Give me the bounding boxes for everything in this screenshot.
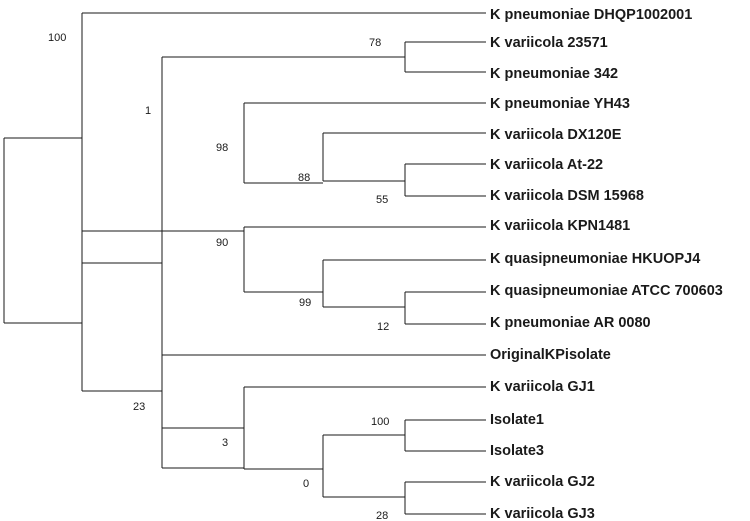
leaf-label: K pneumoniae YH43 — [490, 96, 630, 112]
tree-branches — [3, 12, 486, 515]
leaf-label: K variicola DX120E — [490, 127, 622, 143]
leaf-label: K pneumoniae 342 — [490, 66, 618, 82]
leaf-label: K variicola GJ3 — [490, 506, 595, 521]
leaf-label: K pneumoniae DHQP1002001 — [490, 7, 692, 23]
leaf-label: K pneumoniae AR 0080 — [490, 315, 651, 331]
support-value: 99 — [299, 297, 311, 309]
support-value: 98 — [216, 142, 228, 154]
support-value: 1 — [145, 105, 151, 117]
support-value: 3 — [222, 437, 228, 449]
leaf-label: K quasipneumoniae ATCC 700603 — [490, 283, 723, 299]
leaf-label: OriginalKPisolate — [490, 347, 611, 363]
support-value: 0 — [303, 478, 309, 490]
support-value: 90 — [216, 237, 228, 249]
leaf-label: Isolate1 — [490, 412, 544, 428]
support-value: 78 — [369, 37, 381, 49]
leaf-label: Isolate3 — [490, 443, 544, 459]
support-value: 28 — [376, 510, 388, 521]
support-values: 100 78 1 98 88 55 90 99 12 23 3 100 0 28 — [48, 32, 389, 521]
leaf-label: K variicola 23571 — [490, 35, 608, 51]
leaf-labels: K pneumoniae DHQP1002001 K variicola 235… — [490, 7, 723, 521]
support-value: 100 — [48, 32, 66, 44]
leaf-label: K variicola KPN1481 — [490, 218, 630, 234]
leaf-label: K variicola GJ2 — [490, 474, 595, 490]
leaf-label: K variicola DSM 15968 — [490, 188, 644, 204]
support-value: 12 — [377, 321, 389, 333]
support-value: 23 — [133, 401, 145, 413]
leaf-label: K variicola GJ1 — [490, 379, 595, 395]
leaf-label: K variicola At-22 — [490, 157, 603, 173]
leaf-label: K quasipneumoniae HKUOPJ4 — [490, 251, 700, 267]
support-value: 100 — [371, 416, 389, 428]
support-value: 88 — [298, 172, 310, 184]
support-value: 55 — [376, 194, 388, 206]
